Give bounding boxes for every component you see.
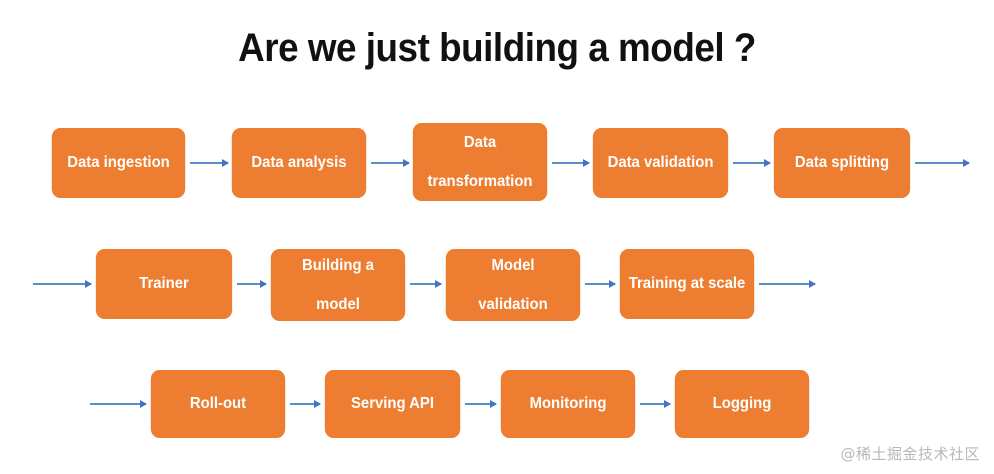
node-model-validation[interactable]: Model validation bbox=[445, 249, 581, 321]
node-label: Roll-out bbox=[189, 395, 247, 413]
node-label: Logging bbox=[712, 395, 772, 413]
arrow-building-a-model-to-model-validation bbox=[410, 283, 441, 285]
arrow-row2-continue-left bbox=[33, 283, 91, 285]
node-label: Data analysis bbox=[251, 154, 347, 172]
node-label: Trainer bbox=[139, 275, 189, 293]
node-data-splitting[interactable]: Data splitting bbox=[773, 128, 911, 198]
node-label: Data ingestion bbox=[67, 154, 170, 172]
node-roll-out[interactable]: Roll-out bbox=[150, 370, 286, 438]
node-label: Building a model bbox=[277, 256, 400, 314]
node-training-at-scale[interactable]: Training at scale bbox=[619, 249, 755, 319]
node-data-ingestion[interactable]: Data ingestion bbox=[51, 128, 186, 198]
arrow-ingestion-to-analysis bbox=[190, 162, 228, 164]
node-logging[interactable]: Logging bbox=[674, 370, 810, 438]
page-title: Are we just building a model ? bbox=[238, 26, 756, 70]
node-data-validation[interactable]: Data validation bbox=[592, 128, 729, 198]
arrow-validation-to-splitting bbox=[733, 162, 770, 164]
arrow-row1-continue-right bbox=[915, 162, 969, 164]
node-monitoring[interactable]: Monitoring bbox=[500, 370, 636, 438]
node-label: Model validation bbox=[452, 256, 575, 314]
node-label-line-2: model bbox=[316, 295, 360, 313]
arrow-row2-continue-right bbox=[759, 283, 815, 285]
arrow-model-validation-to-training-at-scale bbox=[585, 283, 615, 285]
arrow-trainer-to-building-a-model bbox=[237, 283, 266, 285]
arrow-serving-api-to-monitoring bbox=[465, 403, 496, 405]
node-data-transformation[interactable]: Data transformation bbox=[412, 123, 548, 201]
arrow-monitoring-to-logging bbox=[640, 403, 670, 405]
node-label: Monitoring bbox=[529, 395, 607, 413]
watermark: @稀土掘金技术社区 bbox=[840, 445, 980, 463]
arrow-roll-out-to-serving-api bbox=[290, 403, 320, 405]
arrow-analysis-to-transformation bbox=[371, 162, 409, 164]
node-label: Serving API bbox=[351, 395, 434, 413]
node-label-line-1: Building a bbox=[302, 256, 374, 274]
node-label: Data validation bbox=[607, 154, 714, 172]
node-serving-api[interactable]: Serving API bbox=[324, 370, 461, 438]
node-label-line-1: Model bbox=[491, 256, 535, 274]
node-label: Data transformation bbox=[419, 133, 542, 191]
node-label: Training at scale bbox=[628, 275, 746, 293]
node-data-analysis[interactable]: Data analysis bbox=[231, 128, 367, 198]
arrow-row3-continue-left bbox=[90, 403, 146, 405]
node-trainer[interactable]: Trainer bbox=[95, 249, 233, 319]
node-label: Data splitting bbox=[794, 154, 890, 172]
arrow-transformation-to-validation bbox=[552, 162, 589, 164]
node-label-line-2: transformation bbox=[427, 172, 533, 190]
node-label-line-2: validation bbox=[478, 295, 548, 313]
node-building-a-model[interactable]: Building a model bbox=[270, 249, 406, 321]
node-label-line-1: Data bbox=[463, 133, 497, 151]
